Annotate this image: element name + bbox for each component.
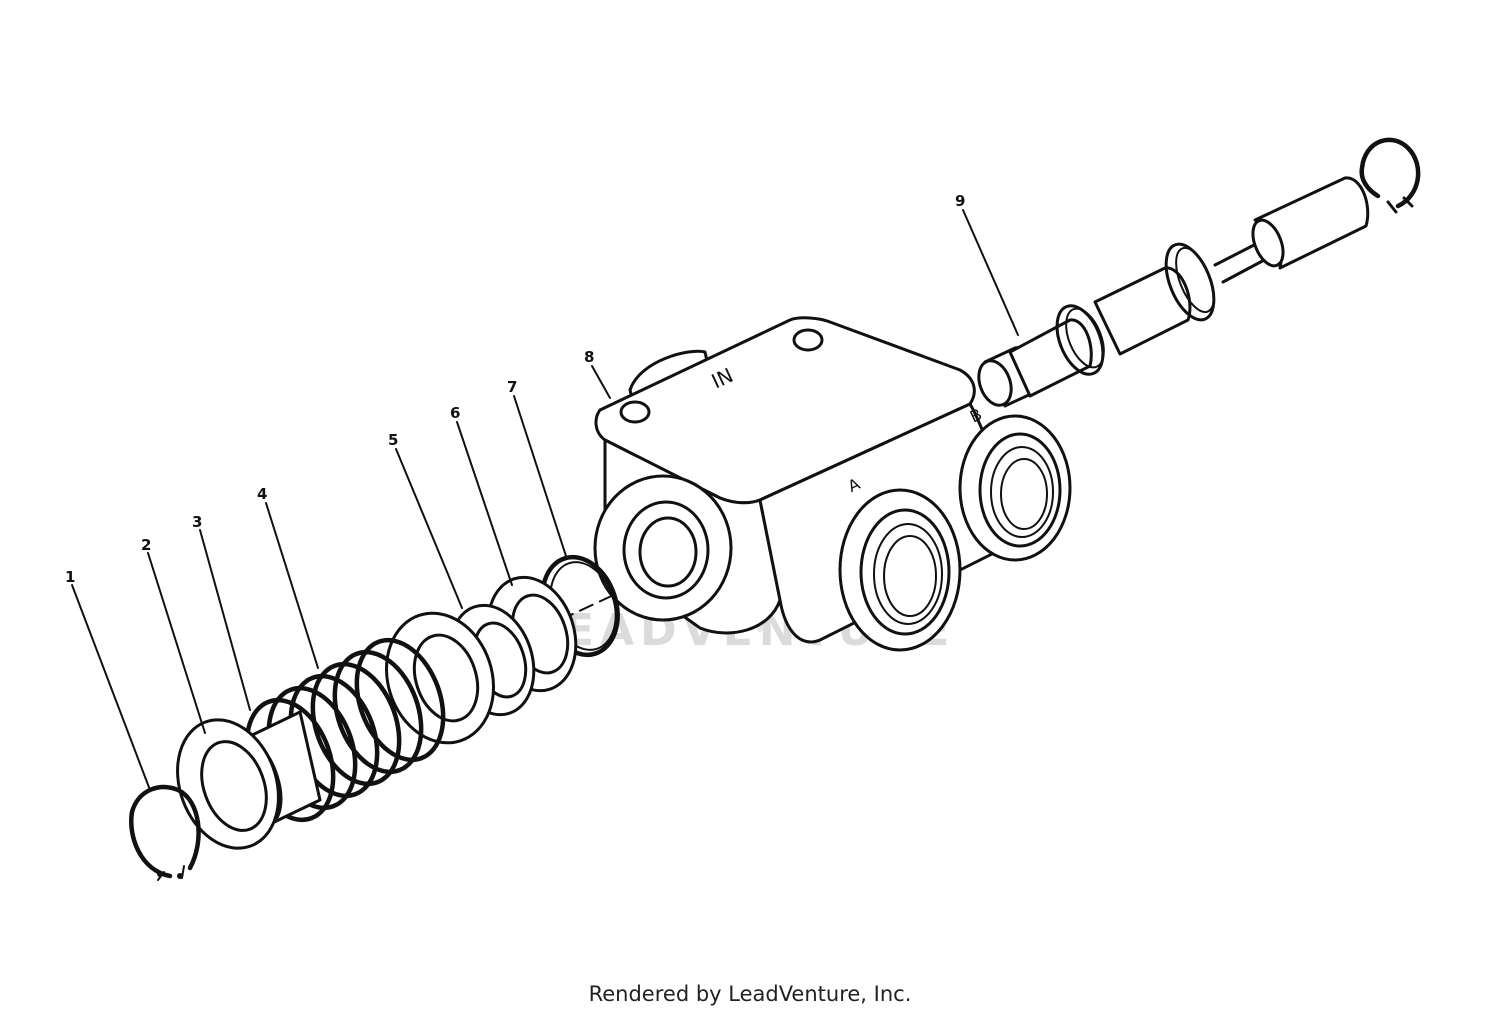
callout-5: 5	[388, 431, 398, 449]
callout-6: 6	[450, 404, 460, 422]
part-8-valve-body: IN A B	[593, 316, 1072, 652]
part-2-washer	[176, 718, 280, 850]
part-1-snap-ring	[129, 784, 201, 881]
callout-9: 9	[955, 192, 965, 210]
callouts: 1 2 3 4 5 6 7 8 9	[65, 192, 965, 586]
callout-2: 2	[141, 536, 151, 554]
callout-1: 1	[65, 568, 75, 586]
part-9-spool	[977, 137, 1421, 408]
callout-7: 7	[507, 378, 517, 396]
footer-credit: Rendered by LeadVenture, Inc.	[588, 982, 912, 1006]
assembly-axis-line	[559, 577, 651, 621]
leader-lines	[71, 209, 1019, 791]
callout-8: 8	[584, 348, 594, 366]
callout-3: 3	[192, 513, 202, 531]
callout-4: 4	[257, 485, 267, 503]
